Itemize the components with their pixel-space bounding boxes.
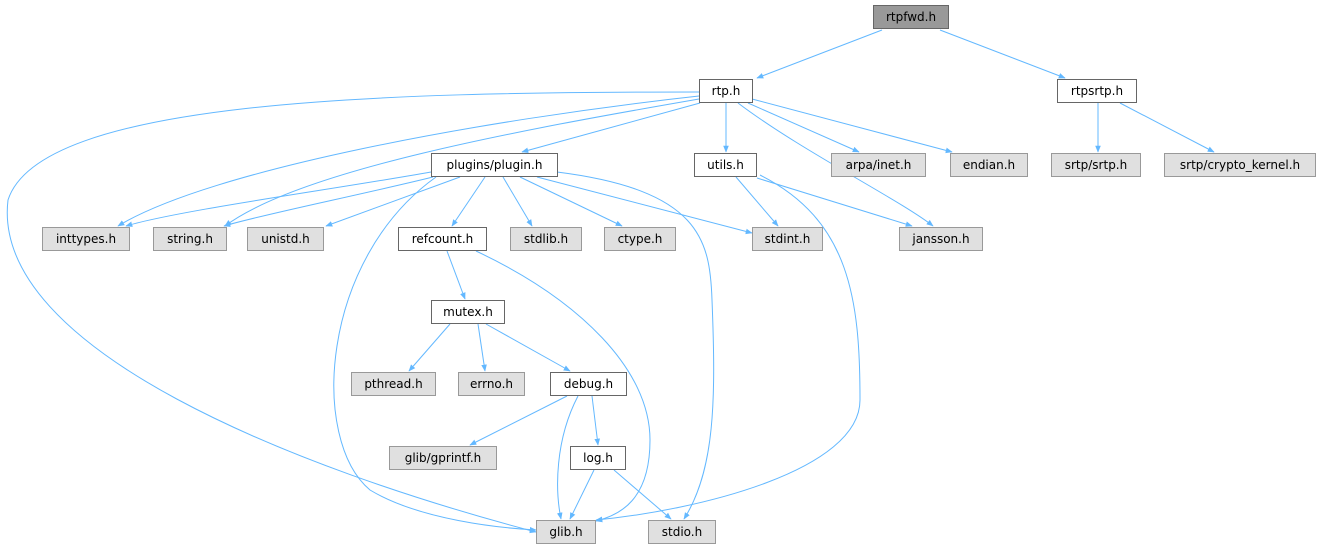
edge-plugin-stdint: [536, 176, 753, 235]
edge-log-glib: [569, 469, 595, 520]
edge-mutex-debug: [485, 323, 571, 372]
node-srtp-crypto-kernel-h[interactable]: srtp/crypto_kernel.h: [1164, 153, 1316, 177]
edge-plugin-glib: [333, 176, 537, 533]
edge-utils-jansson: [756, 177, 913, 227]
edge-plugin-unistd: [325, 176, 461, 227]
edge-rtpfwd-rtp: [756, 29, 883, 79]
edge-plugin-string: [223, 176, 434, 227]
node-utils-h[interactable]: utils.h: [694, 153, 757, 177]
edge-plugin-ctype: [519, 176, 623, 227]
edge-plugin-inttypes: [125, 171, 432, 227]
node-rtpsrtp-h[interactable]: rtpsrtp.h: [1057, 79, 1137, 103]
edge-rtp-inttypes: [117, 95, 700, 227]
node-glib-h[interactable]: glib.h: [536, 520, 596, 544]
node-arpa-inet-h[interactable]: arpa/inet.h: [831, 153, 926, 177]
node-string-h[interactable]: string.h: [153, 227, 227, 251]
edge-mutex-errno: [477, 323, 487, 372]
edge-rtp-string: [224, 98, 700, 227]
edge-utils-stdint: [735, 176, 779, 227]
node-log-h[interactable]: log.h: [570, 446, 626, 470]
edge-plugin-stdio: [556, 171, 715, 520]
edge-rtp-arpa-inet: [747, 102, 860, 153]
edge-rtp-plugin: [521, 102, 701, 154]
node-ctype-h[interactable]: ctype.h: [604, 227, 676, 251]
node-rtpfwd-h[interactable]: rtpfwd.h: [873, 5, 949, 29]
node-endian-h[interactable]: endian.h: [950, 153, 1028, 177]
edge-debug-log: [591, 395, 601, 446]
edge-refcount-glib: [475, 250, 651, 523]
edge-rtp-glib: [6, 91, 700, 534]
node-srtp-srtp-h[interactable]: srtp/srtp.h: [1051, 153, 1141, 177]
edge-plugin-stdlib: [502, 176, 533, 227]
node-stdio-h[interactable]: stdio.h: [648, 520, 716, 544]
edge-refcount-mutex: [446, 250, 466, 300]
edge-utils-glib: [595, 174, 861, 523]
node-unistd-h[interactable]: unistd.h: [247, 227, 324, 251]
node-stdint-h[interactable]: stdint.h: [752, 227, 823, 251]
node-errno-h[interactable]: errno.h: [458, 372, 525, 396]
node-mutex-h[interactable]: mutex.h: [431, 300, 505, 324]
node-glib-gprintf-h[interactable]: glib/gprintf.h: [389, 446, 497, 470]
edge-rtpsrtp-crypto: [1119, 102, 1215, 153]
node-jansson-h[interactable]: jansson.h: [899, 227, 983, 251]
edge-rtp-endian: [751, 98, 953, 154]
node-stdlib-h[interactable]: stdlib.h: [510, 227, 582, 251]
edge-plugin-refcount: [451, 176, 486, 227]
node-rtp-h[interactable]: rtp.h: [699, 79, 753, 103]
edge-debug-gprintf: [469, 395, 568, 446]
node-inttypes-h[interactable]: inttypes.h: [42, 227, 130, 251]
edge-log-stdio: [613, 469, 672, 520]
node-pthread-h[interactable]: pthread.h: [351, 372, 436, 396]
node-plugins-plugin-h[interactable]: plugins/plugin.h: [431, 153, 558, 177]
node-debug-h[interactable]: debug.h: [550, 372, 627, 396]
edge-debug-glib: [556, 395, 579, 520]
edge-rtpfwd-rtpsrtp: [939, 29, 1066, 79]
node-refcount-h[interactable]: refcount.h: [398, 227, 487, 251]
edge-mutex-pthread: [408, 323, 451, 372]
